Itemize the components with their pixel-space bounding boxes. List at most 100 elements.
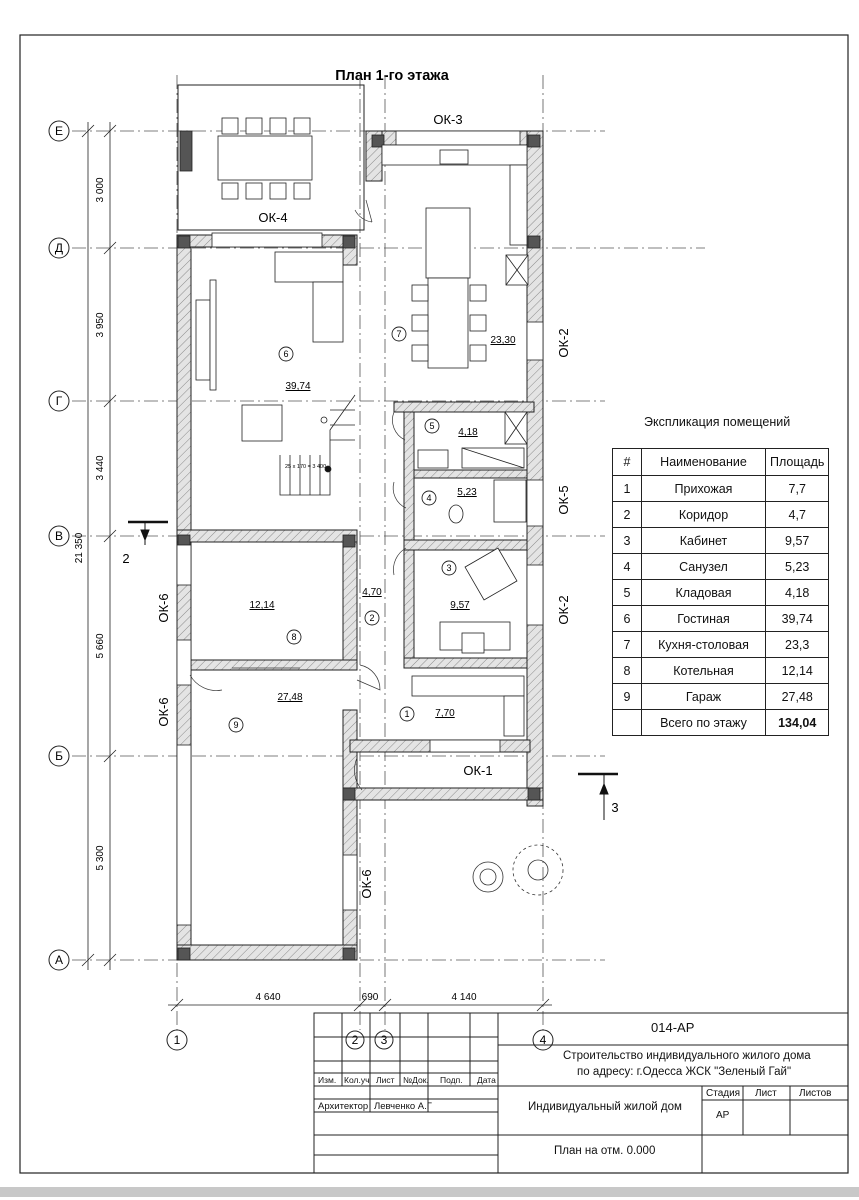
room-num-7: 7 bbox=[396, 329, 401, 339]
explication-header-area: Площадь bbox=[764, 448, 830, 476]
tb-role: Архитектор bbox=[318, 1101, 369, 1112]
cell-area: 5,23 bbox=[764, 553, 830, 580]
tb-stage-header: Стадия bbox=[706, 1088, 741, 1099]
cell-num: 2 bbox=[612, 501, 642, 528]
cell-name: Гараж bbox=[641, 683, 766, 710]
explication-total-row: Всего по этажу 134,04 bbox=[612, 709, 830, 736]
room-area-6: 39,74 bbox=[285, 381, 310, 392]
stair-note: 25 x 170 = 3 400 bbox=[285, 464, 326, 470]
doc-code: 014-АР bbox=[651, 1020, 695, 1035]
axis-label-3: 3 bbox=[381, 1033, 388, 1047]
cell-name: Кабинет bbox=[641, 527, 766, 554]
cell-name: Гостиная bbox=[641, 605, 766, 632]
cell-area: 39,74 bbox=[764, 605, 830, 632]
dim-d-g: 3 950 bbox=[95, 312, 106, 337]
section-mark-2 bbox=[128, 520, 168, 545]
dark-columns bbox=[177, 130, 541, 961]
dim-b-a: 5 300 bbox=[95, 845, 106, 870]
axis-label-4: 4 bbox=[540, 1033, 547, 1047]
cell-area: 4,18 bbox=[764, 579, 830, 606]
cell-num: 8 bbox=[612, 657, 642, 684]
total-value: 134,04 bbox=[764, 709, 830, 736]
terrace-outline bbox=[177, 84, 365, 231]
door-swings bbox=[189, 199, 407, 791]
room-area-4: 5,23 bbox=[457, 487, 477, 498]
room-area-9: 27,48 bbox=[277, 692, 302, 703]
dim-3-4: 4 140 bbox=[451, 992, 476, 1003]
axis-label-g: Г bbox=[56, 394, 63, 408]
room-num-3: 3 bbox=[446, 563, 451, 573]
room-num-9: 9 bbox=[233, 720, 238, 730]
tb-col-izm: Изм. bbox=[318, 1075, 337, 1085]
cell-name: Кухня-столовая bbox=[641, 631, 766, 658]
window-label-ok5: ОК-5 bbox=[556, 485, 571, 514]
section-label-2: 2 bbox=[122, 551, 129, 566]
cell-area: 12,14 bbox=[764, 657, 830, 684]
window-label-ok3: ОК-3 bbox=[433, 112, 462, 127]
room-area-5: 4,18 bbox=[458, 427, 478, 438]
room-num-6: 6 bbox=[283, 349, 288, 359]
tb-stage-value: АР bbox=[716, 1110, 730, 1121]
room-num-2: 2 bbox=[369, 613, 374, 623]
cell-name: Санузел bbox=[641, 553, 766, 580]
project-line-1: Строительство индивидуального жилого дом… bbox=[563, 1050, 811, 1062]
cell-name: Коридор bbox=[641, 501, 766, 528]
cell-name: Кладовая bbox=[641, 579, 766, 606]
window-label-ok2-top: ОК-2 bbox=[556, 328, 571, 357]
window-label-ok6-lower: ОК-6 bbox=[156, 697, 171, 726]
dim-1-2: 4 640 bbox=[255, 992, 280, 1003]
cell-name: Котельная bbox=[641, 657, 766, 684]
cell-name: Прихожая bbox=[641, 475, 766, 502]
cell-num: 4 bbox=[612, 553, 642, 580]
room-area-8: 12,14 bbox=[249, 600, 274, 611]
room-num-1: 1 bbox=[404, 709, 409, 719]
tb-col-date: Дата bbox=[477, 1075, 496, 1085]
room-num-8: 8 bbox=[291, 632, 296, 642]
tb-col-podp: Подп. bbox=[440, 1075, 463, 1085]
letter-axis-bubbles bbox=[48, 120, 70, 971]
horizontal-axis-lines bbox=[72, 130, 705, 961]
cell-area: 4,7 bbox=[764, 501, 830, 528]
explication-header-row: # Наименование Площадь bbox=[612, 448, 830, 476]
tb-col-doc: №Док. bbox=[403, 1075, 429, 1085]
explication-title: Экспликация помещений bbox=[644, 415, 791, 429]
axis-label-a: А bbox=[55, 953, 63, 967]
tb-sheets-header: Листов bbox=[799, 1088, 832, 1099]
cell-num: 3 bbox=[612, 527, 642, 554]
vertical-dimension-chain bbox=[81, 122, 117, 970]
window-label-ok6-upper: ОК-6 bbox=[156, 593, 171, 622]
cell-num: 7 bbox=[612, 631, 642, 658]
total-label: Всего по этажу bbox=[641, 709, 766, 736]
tb-col-list: Лист bbox=[376, 1075, 395, 1085]
window-label-ok2-bottom: ОК-2 bbox=[556, 595, 571, 624]
cell-area: 7,7 bbox=[764, 475, 830, 502]
landscape-trees bbox=[472, 844, 564, 896]
axis-label-e: Е bbox=[55, 124, 63, 138]
cell-area: 27,48 bbox=[764, 683, 830, 710]
section-label-3: 3 bbox=[611, 800, 618, 815]
section-mark-3 bbox=[578, 772, 618, 820]
window-label-ok1: ОК-1 bbox=[463, 763, 492, 778]
staircase bbox=[279, 394, 356, 496]
tb-sheet-header: Лист bbox=[755, 1088, 777, 1099]
window-openings bbox=[176, 130, 544, 926]
cell-area: 9,57 bbox=[764, 527, 830, 554]
horizontal-dimension-chain bbox=[168, 998, 552, 1012]
axis-label-1: 1 bbox=[174, 1033, 181, 1047]
cell-num: 1 bbox=[612, 475, 642, 502]
cell-num: 9 bbox=[612, 683, 642, 710]
axis-label-d: Д bbox=[55, 241, 63, 255]
dim-total: 21 350 bbox=[74, 532, 85, 563]
explication-header-num: # bbox=[612, 448, 642, 476]
explication-header-name: Наименование bbox=[641, 448, 766, 476]
tb-sheet-name: План на отм. 0.000 bbox=[554, 1145, 656, 1157]
